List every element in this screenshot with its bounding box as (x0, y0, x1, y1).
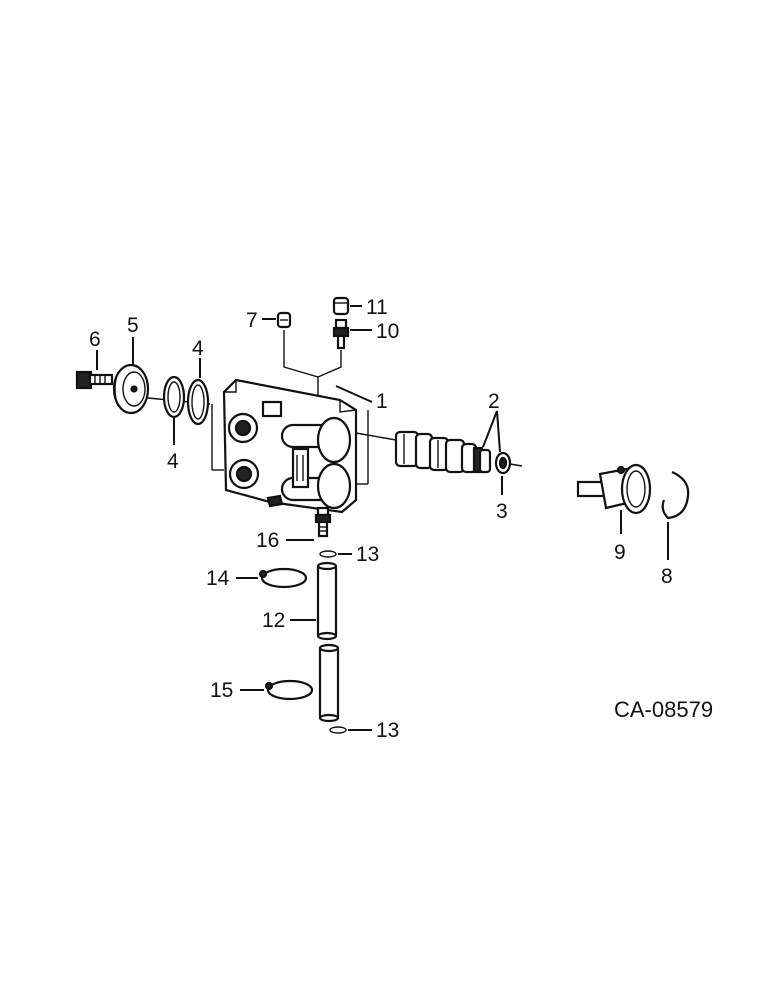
part-12-hose (316, 561, 340, 723)
part-13-clamp-lower (329, 726, 347, 734)
callout-2: 2 (488, 390, 500, 413)
part-7-plug (276, 311, 292, 329)
callout-10: 10 (376, 320, 399, 343)
part-6-bolt (75, 370, 114, 390)
callout-11: 11 (366, 296, 388, 319)
callout-12: 12 (262, 609, 285, 632)
part-11-cap (332, 296, 350, 316)
part-4-o-rings (162, 375, 210, 426)
drawing-code: CA-08579 (614, 697, 713, 722)
callout-4-lower: 4 (167, 450, 179, 473)
part-10-fitting (332, 318, 350, 350)
callout-5: 5 (127, 314, 139, 337)
part-13-clamp-upper (319, 550, 337, 558)
callout-13-upper: 13 (356, 543, 379, 566)
callout-3: 3 (496, 500, 508, 523)
part-1-valve-body (222, 378, 358, 514)
callout-8: 8 (661, 565, 673, 588)
callout-9: 9 (614, 541, 626, 564)
callout-1: 1 (376, 390, 388, 413)
callout-4-upper: 4 (192, 337, 204, 360)
part-2-spool (355, 430, 492, 474)
part-9-cap-assembly (576, 463, 652, 515)
callout-14: 14 (206, 567, 230, 590)
part-14-hose-clamp (258, 567, 308, 589)
part-15-hose-clamp (264, 679, 314, 701)
callout-13-lower: 13 (376, 719, 399, 742)
part-16-fitting (314, 506, 332, 538)
callout-6: 6 (89, 328, 101, 351)
callout-16: 16 (256, 529, 279, 552)
callout-15: 15 (210, 679, 233, 702)
part-3-washer (494, 451, 512, 475)
callout-7: 7 (246, 309, 258, 332)
part-8-snap-ring (661, 470, 690, 520)
part-5-cap (112, 363, 150, 415)
